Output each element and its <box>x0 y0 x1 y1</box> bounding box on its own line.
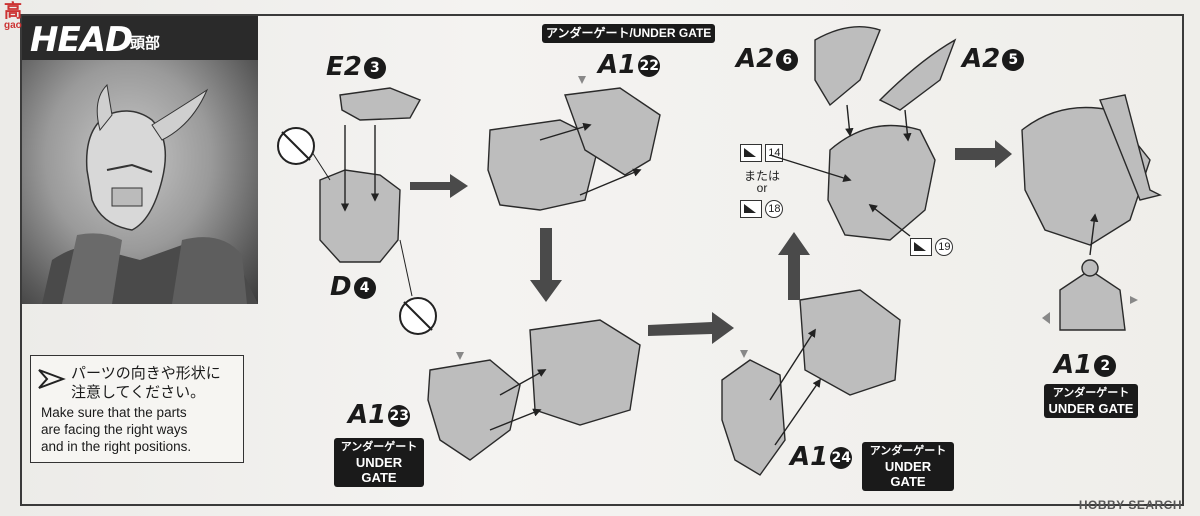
under-gate-jp: アンダーゲート <box>869 445 947 457</box>
under-gate-badge-a1-24: アンダーゲート UNDER GATE <box>862 442 954 491</box>
part-number: 3 <box>363 57 386 79</box>
part-letter: A1 <box>348 400 387 430</box>
assembled-head-photo <box>22 60 258 304</box>
sticker-14-callout: 14 <box>740 144 784 163</box>
under-gate-en: UNDER GATE <box>884 459 932 489</box>
sticker-19-callout: 19 <box>910 238 954 257</box>
part-a1-24-shape <box>721 359 786 476</box>
part-a1-22-shell <box>564 87 661 176</box>
part-number: 22 <box>638 55 661 77</box>
note-en-line: are facing the right ways <box>41 422 188 437</box>
under-gate-badge-a1-2: アンダーゲート UNDER GATE <box>1044 384 1138 418</box>
part-d-shape <box>319 169 401 263</box>
part-letter: A1 <box>1054 350 1093 380</box>
note-en-line: and in the right positions. <box>41 439 192 454</box>
note-en-line: Make sure that the parts <box>41 405 187 420</box>
note-jp-line: 注意してください。 <box>71 384 206 401</box>
or-text: または or <box>744 170 780 194</box>
no-cement-icon-top <box>277 127 315 165</box>
part-number: 24 <box>830 447 853 469</box>
sticker-number: 19 <box>935 238 954 257</box>
note-jp: パーツの向きや形状に 注意してください。 <box>71 364 221 402</box>
under-gate-jp: アンダーゲート <box>1052 387 1130 399</box>
under-gate-en: UNDER GATE <box>355 455 403 485</box>
caution-arrow-icon <box>38 369 66 389</box>
part-assembly-mid <box>529 319 641 426</box>
section-title-en: HEAD <box>30 20 133 60</box>
sticker-icon <box>740 200 762 218</box>
caution-note: パーツの向きや形状に 注意してください。 Make sure that the … <box>30 355 244 463</box>
head-photo-illustration <box>42 83 258 304</box>
part-a2-5-shape <box>878 38 957 111</box>
flow-arrow-2 <box>530 228 562 302</box>
under-gate-badge-a1-23: アンダーゲート UNDER GATE <box>334 438 424 487</box>
part-letter: A1 <box>790 442 829 472</box>
under-gate-jp: アンダーゲート <box>340 441 418 453</box>
note-jp-line: パーツの向きや形状に <box>71 365 221 382</box>
part-a1-23-shape <box>427 359 521 461</box>
part-final-horn <box>1099 94 1163 201</box>
sticker-icon <box>740 144 762 162</box>
flow-arrow-4 <box>778 232 810 300</box>
part-letter: A2 <box>962 44 1001 74</box>
watermark-char: 高 <box>4 1 22 21</box>
section-header: HEAD 頭部 <box>22 16 258 60</box>
no-cement-icon-bottom <box>399 297 437 335</box>
part-number: 6 <box>776 49 799 71</box>
part-number: 5 <box>1002 49 1025 71</box>
part-a1-2-ball <box>1081 259 1099 277</box>
or-jp: または <box>744 169 781 183</box>
under-gate-badge-top: アンダーゲート/UNDER GATE <box>542 24 716 43</box>
part-a1-2-shape <box>1059 269 1126 331</box>
or-en: or <box>756 181 768 195</box>
part-e2-shape <box>339 87 421 121</box>
sticker-18-callout: 18 <box>740 200 784 219</box>
sticker-number: 18 <box>765 200 784 219</box>
part-a1-22-shape <box>487 119 601 211</box>
part-number: 2 <box>1094 355 1117 377</box>
under-gate-en: UNDER GATE <box>1048 401 1134 416</box>
brand-watermark: HOBBY SEARCH <box>1078 498 1182 512</box>
part-assembly-right-low <box>799 289 901 396</box>
flow-arrow-1 <box>410 174 468 198</box>
flow-arrow-5 <box>955 140 1012 168</box>
part-letter: D <box>330 272 352 302</box>
part-letter: E2 <box>326 52 362 82</box>
part-head-assembly <box>827 124 936 241</box>
sticker-icon <box>910 238 932 256</box>
part-letter: A1 <box>598 50 637 80</box>
part-a2-6-shape <box>814 25 881 107</box>
part-number: 23 <box>388 405 411 427</box>
section-title-jp: 頭部 <box>130 35 161 52</box>
flow-arrow-3 <box>648 312 734 344</box>
page-frame <box>20 14 1184 506</box>
part-letter: A2 <box>736 44 775 74</box>
part-number: 4 <box>353 277 376 299</box>
note-en: Make sure that the parts are facing the … <box>41 404 191 455</box>
